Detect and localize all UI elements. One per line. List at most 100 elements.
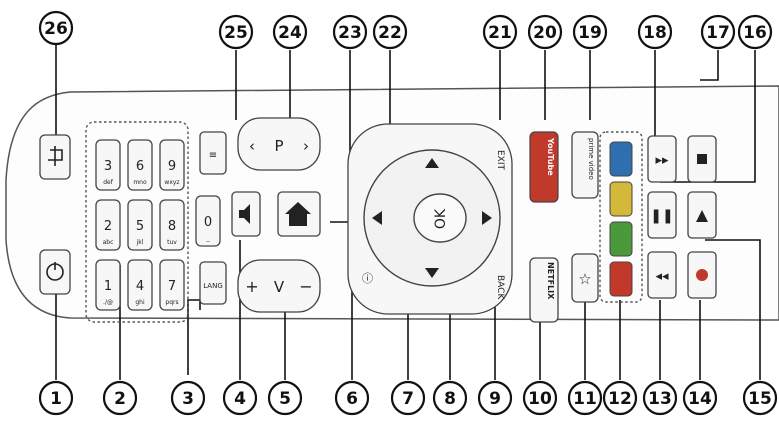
info-icon: ⓘ [362, 272, 373, 285]
callout-6: 6 [334, 380, 370, 416]
callout-2: 2 [102, 380, 138, 416]
program-up-icon: › [303, 137, 309, 155]
color-keys-group [599, 131, 643, 303]
callout-number: 21 [488, 23, 512, 43]
color-key-4[interactable] [609, 261, 633, 297]
callout-number: 20 [533, 23, 557, 43]
callout-17: 17 [700, 14, 736, 50]
callout-number: 9 [489, 389, 501, 409]
text-button[interactable] [199, 131, 227, 175]
number-key-3[interactable]: 3 def [95, 139, 121, 191]
color-keys [609, 141, 633, 297]
callout-number: 6 [346, 389, 358, 409]
fast-forward-button[interactable] [647, 135, 677, 183]
number-key-digit: 3 [104, 159, 112, 174]
callout-16: 16 [737, 14, 773, 50]
arrow-down-icon [425, 268, 439, 278]
volume-rocker[interactable] [237, 259, 321, 313]
callout-number: 19 [578, 23, 602, 43]
callout-20: 20 [527, 14, 563, 50]
fast-forward-icon: ▸▸ [655, 153, 669, 168]
callout-7: 7 [390, 380, 426, 416]
rewind-button[interactable] [647, 251, 677, 299]
language-button[interactable] [199, 261, 227, 305]
youtube-label: YouTube [546, 137, 555, 176]
callout-22: 22 [372, 14, 408, 50]
callout-number: 15 [748, 389, 772, 409]
number-key-letters: jkl [136, 239, 144, 246]
callout-number: 8 [444, 389, 456, 409]
number-key-0[interactable]: 0_ [195, 195, 221, 247]
number-key-letters: abc [103, 239, 114, 246]
ok-label: OK [433, 208, 449, 229]
pause-button[interactable] [647, 191, 677, 239]
color-key-2[interactable] [609, 181, 633, 217]
prime-video-label: prime video [587, 138, 595, 180]
callout-number: 3 [182, 389, 194, 409]
callout-9: 9 [477, 380, 513, 416]
callout-number: 13 [648, 389, 672, 409]
callout-number: 14 [688, 389, 712, 409]
callout-23: 23 [332, 14, 368, 50]
netflix-button[interactable] [529, 257, 559, 323]
callout-5: 5 [267, 380, 303, 416]
number-key-digit: 1 [104, 279, 112, 294]
arrow-up-icon [425, 158, 439, 168]
arrow-left-icon [372, 211, 382, 225]
my-button[interactable] [571, 253, 599, 303]
number-key-letters: ghi [135, 299, 145, 306]
number-key-letters: def [103, 179, 114, 186]
program-rocker[interactable] [237, 117, 321, 171]
ok-button[interactable] [413, 193, 467, 243]
play-icon [696, 210, 708, 222]
callout-26: 26 [38, 10, 74, 46]
prime-video-button[interactable] [571, 131, 599, 199]
stop-icon [697, 154, 707, 164]
arrow-right-icon [482, 211, 492, 225]
number-key-digit: 0 [204, 215, 212, 230]
callout-number: 12 [608, 389, 632, 409]
callout-11: 11 [567, 380, 603, 416]
callout-number: 7 [402, 389, 414, 409]
callout-number: 23 [338, 23, 362, 43]
star-icon: ☆ [578, 270, 591, 288]
pause-icon: ❚❚ [650, 208, 673, 224]
netflix-label: NETFLIX [546, 262, 555, 300]
callout-24: 24 [272, 14, 308, 50]
number-key-digit: 9 [168, 159, 176, 174]
color-key-1[interactable] [609, 141, 633, 177]
callout-number: 22 [378, 23, 402, 43]
callout-13: 13 [642, 380, 678, 416]
color-key-3[interactable] [609, 221, 633, 257]
youtube-button[interactable] [529, 131, 559, 203]
number-key-1[interactable]: 1./@ [95, 259, 121, 311]
exit-label: EXIT [495, 150, 505, 171]
back-label: BACK [495, 275, 505, 300]
callout-number: 4 [234, 389, 246, 409]
callout-number: 18 [643, 23, 667, 43]
standby-button[interactable] [39, 249, 71, 295]
callout-4: 4 [222, 380, 258, 416]
callout-25: 25 [218, 14, 254, 50]
callout-10: 10 [522, 380, 558, 416]
language-label: LANG [203, 282, 223, 290]
callout-number: 5 [279, 389, 291, 409]
volume-up-icon: + [245, 277, 258, 296]
number-key-digit: 7 [168, 279, 176, 294]
callout-number: 24 [278, 23, 302, 43]
volume-label: V [274, 278, 285, 296]
callout-1: 1 [38, 380, 74, 416]
callout-19: 19 [572, 14, 608, 50]
text-icon: ≡ [209, 150, 217, 161]
number-key-digit: 8 [168, 219, 176, 234]
